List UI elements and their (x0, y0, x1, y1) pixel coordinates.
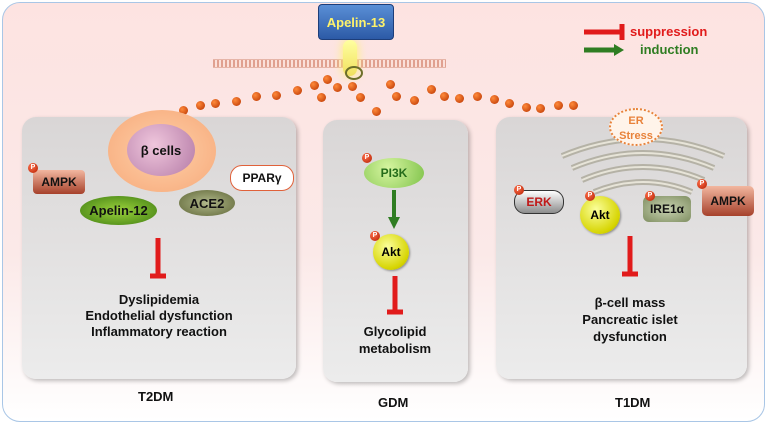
t1dm-panel (496, 117, 747, 379)
phospho-mark: P (370, 231, 380, 241)
erk-node: ERK (514, 190, 564, 214)
apelin12-label: Apelin-12 (89, 203, 148, 218)
phospho-mark: P (585, 191, 595, 201)
apelin13-box: Apelin-13 (318, 4, 394, 40)
phospho-mark: P (514, 185, 524, 195)
gdm-label: GDM (378, 395, 409, 410)
ire1a-label: IRE1α (649, 202, 685, 216)
phospho-mark: P (28, 163, 38, 173)
apelin-particle (317, 93, 326, 102)
outcome-inflammatory: Inflammatory reaction (91, 324, 227, 339)
akt-node-gdm: Akt (373, 234, 409, 270)
apelin13-label: Apelin-13 (326, 14, 386, 30)
outcome-endothelial: Endothelial dysfunction (85, 308, 233, 323)
apelin-particle (272, 91, 281, 100)
apelin-particle (427, 85, 436, 94)
apelin-particle (536, 104, 545, 113)
apelin-particle (293, 86, 302, 95)
cell-membrane (213, 59, 446, 68)
suppression-arrow-t2dm (150, 238, 166, 279)
erk-label: ERK (526, 195, 552, 209)
legend-suppression-label: suppression (630, 24, 708, 39)
apelin-particle (196, 101, 205, 110)
apelin-particle (356, 93, 365, 102)
ppar-label: PPARγ (242, 171, 282, 185)
apelin-particle (392, 92, 401, 101)
apelin-particle (505, 99, 514, 108)
ampk-label-t2dm: AMPK (41, 175, 77, 189)
phospho-mark: P (697, 179, 707, 189)
er-label: ER (628, 115, 644, 127)
apelin-particle (473, 92, 482, 101)
phospho-mark: P (362, 153, 372, 163)
phospho-mark: P (645, 191, 655, 201)
ampk-node-t2dm: AMPK (33, 170, 85, 194)
apelin-particle (410, 96, 419, 105)
beta-cell-nucleus: β cells (127, 124, 195, 176)
akt-label-t1dm: Akt (590, 208, 610, 222)
receptor-ring (345, 66, 363, 80)
akt-node-t1dm: Akt (580, 196, 620, 234)
apelin-particle (310, 81, 319, 90)
pi3k-node: PI3K (364, 158, 424, 188)
apelin-particle (252, 92, 261, 101)
apelin-particle (522, 103, 531, 112)
apelin-particle (211, 99, 220, 108)
akt-label-gdm: Akt (381, 245, 401, 259)
legend-induction-label: induction (640, 42, 699, 57)
ace2-label: ACE2 (189, 195, 225, 211)
apelin-particle (232, 97, 241, 106)
outcome-dysfunction: dysfunction (593, 329, 667, 344)
t1dm-label: T1DM (615, 395, 651, 410)
apelin12-node: Apelin-12 (80, 196, 157, 225)
ppar-node: PPARγ (230, 165, 294, 191)
stress-label: Stress (619, 130, 653, 142)
legend (584, 24, 625, 56)
outcome-glycolipid: Glycolipid (363, 324, 427, 339)
apelin-particle (333, 83, 342, 92)
apelin-particle (455, 94, 464, 103)
apelin-particle (386, 80, 395, 89)
apelin-particle (569, 101, 578, 110)
outcome-dyslipidemia: Dyslipidemia (118, 292, 200, 307)
induction-arrow-gdm (388, 190, 400, 229)
ace2-node: ACE2 (179, 190, 235, 216)
t2dm-label: T2DM (138, 389, 174, 404)
ampk-label-t1dm: AMPK (710, 194, 746, 208)
apelin-particle (372, 107, 381, 116)
suppression-arrow-gdm (387, 276, 403, 315)
suppression-arrow-t1dm (622, 236, 638, 277)
outcome-metabolism: metabolism (358, 341, 432, 356)
apelin-particle (179, 106, 188, 115)
t2dm-outcomes: Dyslipidemia Endothelial dysfunction Inf… (44, 292, 274, 340)
ampk-node-t1dm: AMPK (702, 186, 754, 216)
apelin-particle (440, 92, 449, 101)
pi3k-label: PI3K (380, 166, 408, 180)
apelin-particle (490, 95, 499, 104)
t1dm-outcomes: β-cell mass Pancreatic islet dysfunction (560, 294, 700, 345)
apelin-particle (348, 82, 357, 91)
er-stress-burst: ER Stress (609, 108, 663, 146)
apelin-particle (323, 75, 332, 84)
beta-cell-label: β cells (140, 142, 182, 158)
apelin-particle (554, 101, 563, 110)
outcome-pancreatic-islet: Pancreatic islet (582, 312, 678, 327)
gdm-outcomes: Glycolipid metabolism (330, 323, 460, 357)
outcome-beta-cell-mass: β-cell mass (594, 295, 666, 310)
